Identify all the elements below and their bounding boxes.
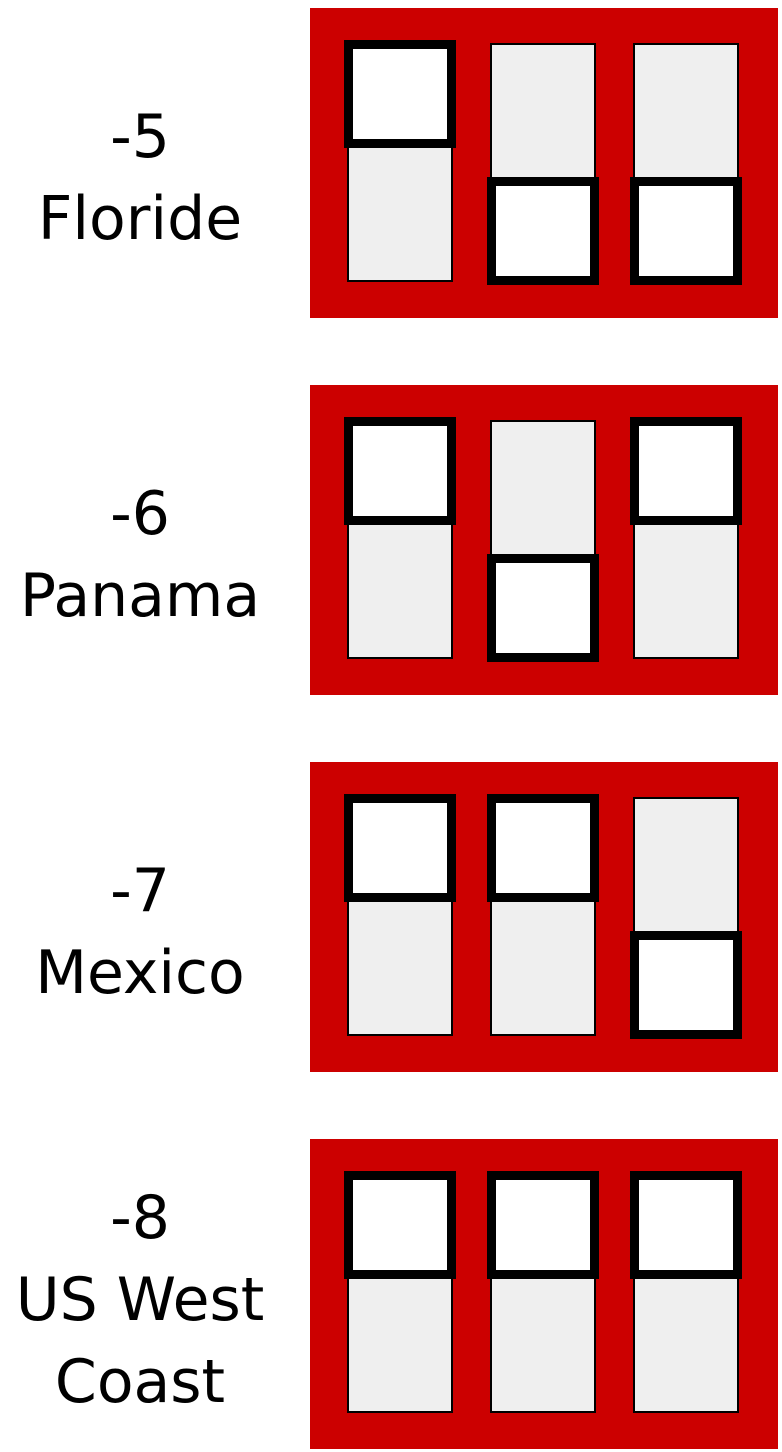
switch-knob-up <box>344 794 456 902</box>
zone-name-line: US West <box>15 1265 265 1335</box>
switch-knob-up <box>630 417 742 525</box>
zone-name-line: Mexico <box>35 938 245 1008</box>
zone-offset: -8 <box>110 1183 170 1253</box>
zone-name-line: Coast <box>54 1347 226 1417</box>
switch-knob-down <box>630 177 742 285</box>
zone-name-line: Floride <box>37 184 243 254</box>
zone-label: -6 Panama <box>0 473 280 637</box>
zone-offset: -6 <box>110 479 170 549</box>
zone-row: -5 Floride <box>0 8 782 318</box>
zone-row: -8 US West Coast <box>0 1139 782 1449</box>
switch-knob-up <box>630 1171 742 1279</box>
switch-knob-down <box>487 554 599 662</box>
zone-row: -6 Panama <box>0 385 782 695</box>
dip-switch-panel <box>310 8 778 318</box>
zone-label: -5 Floride <box>0 96 280 260</box>
switch-knob-up <box>487 794 599 902</box>
dip-switch-panel <box>310 762 778 1072</box>
dip-switch-panel <box>310 385 778 695</box>
switch-knob-down <box>487 177 599 285</box>
switch-knob-up <box>344 1171 456 1279</box>
zone-offset: -5 <box>110 102 170 172</box>
switch-knob-up <box>344 40 456 148</box>
switch-knob-down <box>630 931 742 1039</box>
zone-label: -7 Mexico <box>0 850 280 1014</box>
switch-knob-up <box>487 1171 599 1279</box>
dip-switch-panel <box>310 1139 778 1449</box>
zone-label: -8 US West Coast <box>0 1177 280 1423</box>
zone-name-line: Panama <box>19 561 261 631</box>
zone-row: -7 Mexico <box>0 762 782 1072</box>
switch-knob-up <box>344 417 456 525</box>
zone-offset: -7 <box>110 856 170 926</box>
